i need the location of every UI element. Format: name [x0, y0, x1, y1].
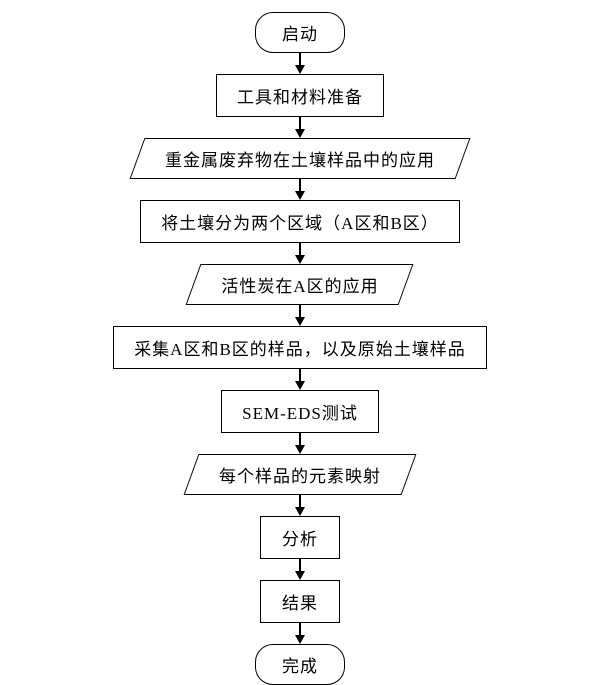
flow-node-analysis: 分析: [260, 516, 340, 559]
arrow-head-icon: [295, 191, 305, 200]
arrow-head-icon: [295, 635, 305, 644]
arrow-line: [299, 559, 301, 572]
arrow-line: [299, 433, 301, 446]
down-arrow: [295, 495, 305, 516]
arrow-head-icon: [295, 507, 305, 516]
arrow-head-icon: [295, 65, 305, 74]
flow-node-apply-waste: 重金属废弃物在土壤样品中的应用: [121, 138, 479, 179]
arrow-head-icon: [295, 255, 305, 264]
flow-node-start: 启动: [255, 12, 345, 53]
arrow-line: [299, 369, 301, 382]
flow-node-element-mapping-label: 每个样品的元素映射: [219, 467, 381, 486]
flow-node-apply-waste-label: 重金属废弃物在土壤样品中的应用: [165, 151, 435, 170]
arrow-line: [299, 243, 301, 256]
flow-node-prepare: 工具和材料准备: [216, 74, 384, 117]
down-arrow: [295, 369, 305, 390]
arrow-line: [299, 623, 301, 636]
flow-node-activated-carbon-label: 活性炭在A区的应用: [221, 277, 379, 296]
flow-node-sem-eds-test: SEM-EDS测试: [221, 390, 379, 433]
arrow-line: [299, 305, 301, 318]
down-arrow: [295, 305, 305, 326]
flow-node-collect-samples: 采集A区和B区的样品，以及原始土壤样品: [113, 326, 487, 369]
flow-node-start-label: 启动: [282, 25, 318, 44]
down-arrow: [295, 243, 305, 264]
flow-node-sem-eds-test-label: SEM-EDS测试: [242, 404, 358, 423]
flow-node-analysis-label: 分析: [282, 530, 318, 549]
arrow-head-icon: [295, 571, 305, 580]
arrow-head-icon: [295, 445, 305, 454]
flow-node-divide-zones: 将土壤分为两个区域（A区和B区）: [140, 200, 460, 243]
flow-node-element-mapping: 每个样品的元素映射: [175, 454, 425, 495]
down-arrow: [295, 53, 305, 74]
flow-node-done-label: 完成: [282, 657, 318, 676]
flow-node-divide-zones-label: 将土壤分为两个区域（A区和B区）: [161, 214, 439, 233]
arrow-line: [299, 179, 301, 192]
down-arrow: [295, 559, 305, 580]
arrow-head-icon: [295, 381, 305, 390]
down-arrow: [295, 117, 305, 138]
arrow-head-icon: [295, 129, 305, 138]
down-arrow: [295, 179, 305, 200]
flow-node-activated-carbon: 活性炭在A区的应用: [177, 264, 422, 305]
arrow-line: [299, 53, 301, 66]
arrow-line: [299, 117, 301, 130]
flow-node-prepare-label: 工具和材料准备: [237, 88, 363, 107]
flow-node-result: 结果: [260, 580, 340, 623]
down-arrow: [295, 623, 305, 644]
arrow-line: [299, 495, 301, 508]
flow-node-result-label: 结果: [282, 594, 318, 613]
flow-node-done: 完成: [255, 644, 345, 685]
arrow-head-icon: [295, 317, 305, 326]
down-arrow: [295, 433, 305, 454]
flow-node-collect-samples-label: 采集A区和B区的样品，以及原始土壤样品: [134, 340, 466, 359]
